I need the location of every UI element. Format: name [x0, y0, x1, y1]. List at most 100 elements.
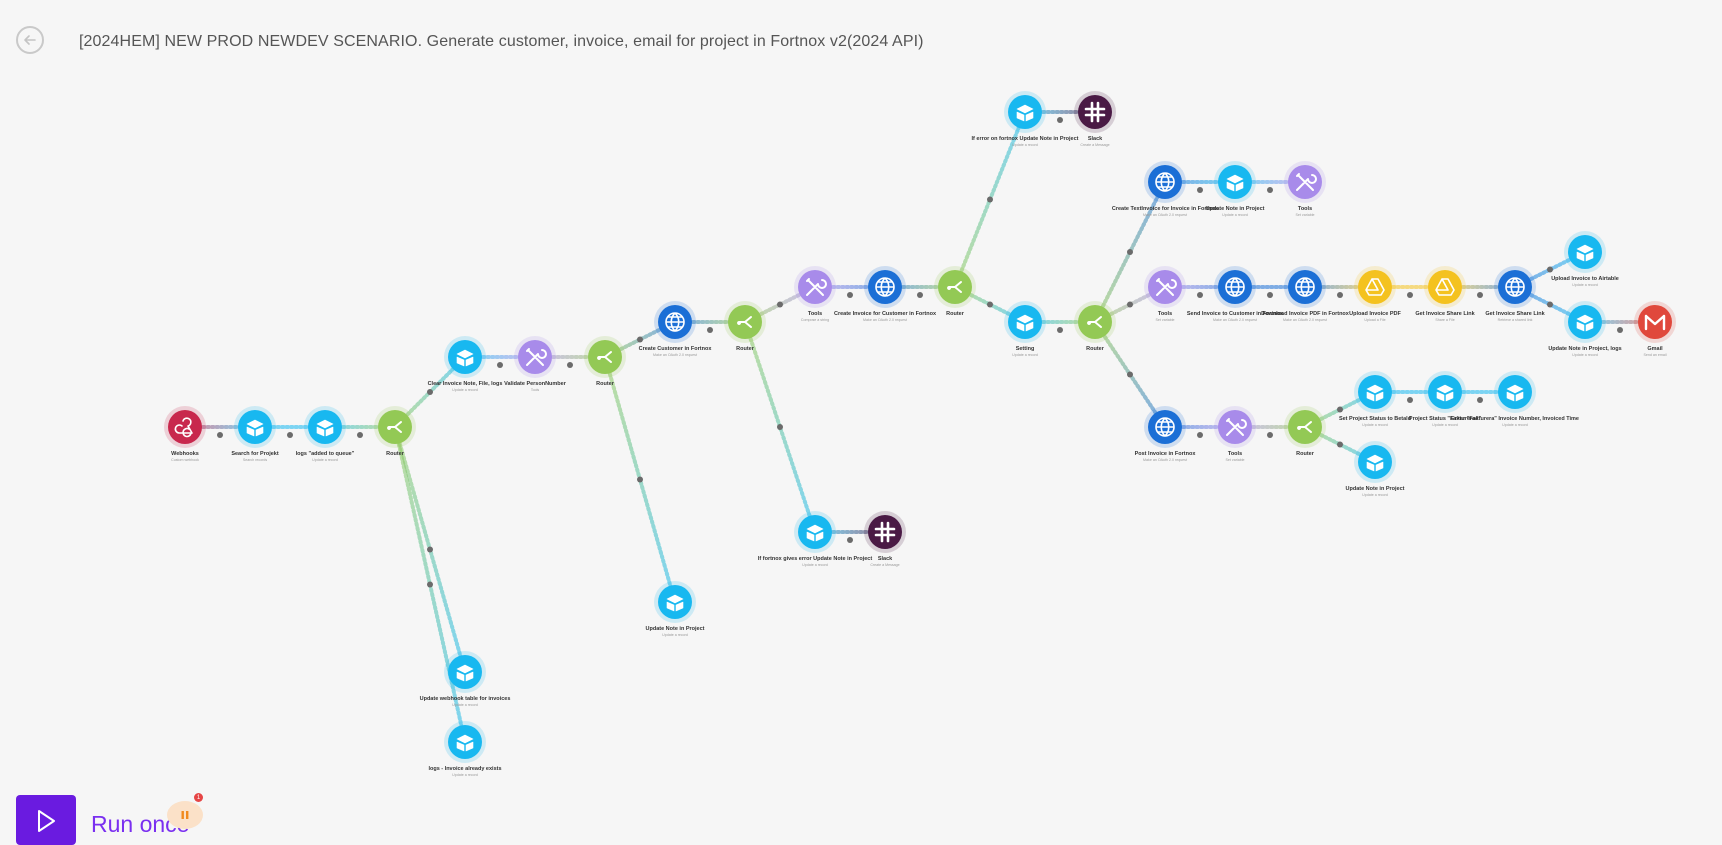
module-label: Create TextInvoice for Invoice in Fortno…: [1112, 206, 1219, 212]
module-err-update-note[interactable]: If error on fortnox Update Note in Proje…: [972, 91, 1079, 147]
filter-icon[interactable]: [1337, 406, 1343, 413]
module-sublabel: Upload a File: [1364, 318, 1385, 322]
filter-icon[interactable]: [427, 389, 433, 395]
filter-icon[interactable]: [777, 424, 783, 430]
filter-icon[interactable]: [777, 301, 783, 308]
filter-icon[interactable]: [1547, 301, 1553, 308]
filter-icon[interactable]: [1267, 292, 1273, 298]
filter-icon[interactable]: [497, 362, 503, 368]
module-enter-fakturera[interactable]: Enter "Fakturera" Invoice Number, Invoic…: [1451, 371, 1579, 427]
filter-icon[interactable]: [1057, 117, 1063, 123]
airtable-icon: [456, 349, 474, 367]
filter-icon[interactable]: [427, 546, 433, 553]
filter-icon[interactable]: [287, 432, 293, 438]
filter-icon[interactable]: [987, 196, 993, 203]
module-sublabel: Create a Message: [870, 563, 899, 567]
module-label: Enter "Fakturera" Invoice Number, Invoic…: [1451, 416, 1579, 422]
filter-icon[interactable]: [1477, 292, 1483, 298]
filter-icon[interactable]: [1197, 292, 1203, 298]
module-router4[interactable]: Router: [934, 266, 976, 317]
module-send-invoice[interactable]: Send Invoice to Customer in FortnoxMake …: [1187, 266, 1284, 322]
filter-icon[interactable]: [217, 432, 223, 438]
module-label: If error on fortnox Update Note in Proje…: [972, 136, 1079, 142]
module-router6[interactable]: Router: [1284, 406, 1326, 457]
module-router1[interactable]: Router: [374, 406, 416, 457]
module-sublabel: Make an OAuth 2.0 request: [1283, 318, 1327, 322]
run-once-button[interactable]: [16, 795, 76, 845]
module-update-webhook-table[interactable]: Update webhook table for invoicesUpdate …: [420, 651, 511, 707]
filter-icon[interactable]: [1547, 266, 1553, 273]
filter-icon[interactable]: [707, 327, 713, 333]
filter-icon[interactable]: [1127, 371, 1133, 378]
pause-icon: [181, 811, 189, 819]
filter-icon[interactable]: [917, 292, 923, 298]
back-button[interactable]: [16, 26, 44, 54]
filter-icon[interactable]: [1267, 187, 1273, 193]
filter-icon[interactable]: [357, 432, 363, 438]
module-router2[interactable]: Router: [584, 336, 626, 387]
module-label: Tools: [1158, 311, 1172, 317]
module-sublabel: Update a record: [452, 703, 478, 707]
module-fortnox-err-note[interactable]: If fortnox gives error Update Note in Pr…: [758, 511, 872, 567]
filter-icon[interactable]: [637, 336, 643, 343]
filter-icon[interactable]: [1477, 397, 1483, 403]
module-router5[interactable]: Router: [1074, 301, 1116, 352]
filter-icon[interactable]: [1197, 432, 1203, 438]
filter-icon[interactable]: [1407, 397, 1413, 403]
http-icon: [665, 312, 685, 332]
module-create-inv-cust[interactable]: Create Invoice for Customer in FortnoxMa…: [834, 266, 937, 322]
play-icon: [38, 810, 55, 832]
filter-icon[interactable]: [847, 292, 853, 298]
module-project-status-fakturerad[interactable]: Project Status "Fakturerad"Update a reco…: [1409, 371, 1482, 427]
filter-icon[interactable]: [1337, 441, 1343, 448]
tools-icon: [1156, 278, 1177, 296]
filter-icon[interactable]: [1057, 327, 1063, 333]
module-logs-queue[interactable]: logs "added to queue"Update a record: [296, 406, 355, 462]
module-label: Update Note in Project, logs: [1548, 346, 1621, 352]
filter-icon[interactable]: [1617, 327, 1623, 333]
module-router3[interactable]: Router: [724, 301, 766, 352]
module-label: Router: [386, 451, 405, 457]
filter-icon[interactable]: [567, 362, 573, 368]
filter-icon[interactable]: [1267, 432, 1273, 438]
filter-icon[interactable]: [987, 301, 993, 308]
filter-icon[interactable]: [1197, 187, 1203, 193]
airtable-icon: [456, 664, 474, 682]
module-create-textinv[interactable]: Create TextInvoice for Invoice in Fortno…: [1112, 161, 1219, 217]
module-sublabel: Set variable: [1296, 213, 1315, 217]
scheduling-toggle[interactable]: [167, 801, 203, 829]
filter-icon[interactable]: [1127, 249, 1133, 255]
filter-icon[interactable]: [637, 476, 643, 483]
filter-icon[interactable]: [1407, 292, 1413, 298]
filter-icon[interactable]: [1127, 301, 1133, 308]
filter-icon[interactable]: [427, 581, 433, 588]
filter-icon[interactable]: [1337, 292, 1343, 298]
filter-icon[interactable]: [847, 537, 853, 543]
